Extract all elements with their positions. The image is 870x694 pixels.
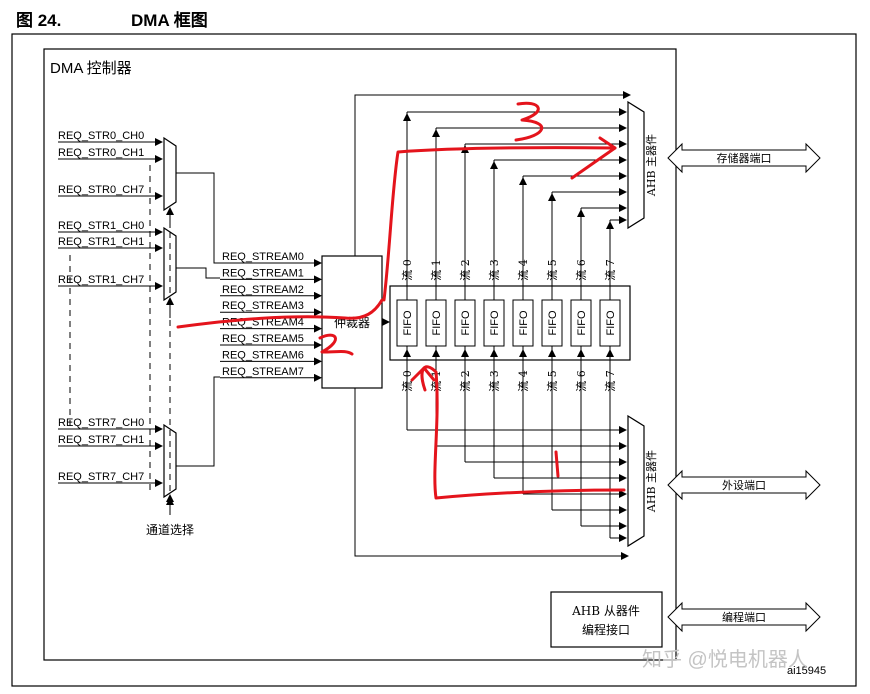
request-stream-label: REQ_STREAM3 — [222, 300, 304, 312]
request-line-label: REQ_STR0_CH7 — [58, 184, 144, 196]
ahb-master-peripheral-label: AHB 主器件 — [645, 450, 658, 513]
annotation-stream4-stroke — [176, 298, 384, 329]
annotation-up-arrowhead — [410, 366, 436, 382]
fifo-label: FIFO — [460, 310, 472, 335]
programming-port-label: 编程端口 — [722, 610, 766, 624]
request-line-label: REQ_STR7_CH1 — [58, 434, 144, 446]
request-stream-label: REQ_STREAM2 — [222, 284, 304, 296]
request-stream-label: REQ_STREAM6 — [222, 349, 304, 361]
request-line-label: REQ_STR1_CH0 — [58, 220, 144, 232]
channel-mux — [163, 423, 177, 499]
ahb-master-memory — [627, 100, 645, 230]
red-annotations — [176, 101, 626, 500]
figure-number: 图 24. — [16, 11, 62, 30]
request-streams: REQ_STREAM0REQ_STREAM1REQ_STREAM2REQ_STR… — [220, 251, 322, 382]
arbiter-to-memory-ahb-line — [354, 91, 631, 256]
fifo-label: FIFO — [518, 310, 530, 335]
peripheral-port-arrow — [667, 469, 821, 501]
figure-title: DMA 框图 — [131, 11, 208, 30]
fifo-label: FIFO — [402, 310, 414, 335]
ahb-slave-box — [550, 591, 663, 648]
ahb-slave-label-2: 编程接口 — [582, 622, 630, 637]
ahb-master-memory-label: AHB 主器件 — [645, 134, 658, 197]
request-line-label: REQ_STR1_CH1 — [58, 236, 144, 248]
arbiter-to-peripheral-ahb-line — [354, 388, 629, 560]
mux1-output-line — [176, 267, 220, 279]
request-stream-label: REQ_STREAM7 — [222, 366, 304, 378]
figure-frame — [11, 33, 857, 687]
request-line-label: REQ_STR0_CH0 — [58, 130, 144, 142]
mux7-output-line — [176, 376, 220, 467]
programming-port-arrow — [667, 601, 821, 633]
request-stream-label: REQ_STREAM0 — [222, 251, 304, 263]
dma-controller-box — [43, 48, 677, 661]
request-stream-label: REQ_STREAM5 — [222, 333, 304, 345]
arbiter-box — [321, 255, 383, 389]
annotation-to-memory-stroke — [382, 146, 617, 302]
dma-controller-label: DMA 控制器 — [50, 60, 132, 77]
document-code: ai15945 — [787, 665, 826, 677]
fifo-columns: FIFO流 0流 0FIFO流 1流 1FIFO流 2流 2FIFO流 3流 3… — [382, 108, 627, 542]
annotation-number-3 — [514, 101, 544, 142]
fifo-label: FIFO — [547, 310, 559, 335]
request-groups: REQ_STR0_CH0REQ_STR0_CH1REQ_STR0_CH7REQ_… — [58, 130, 177, 515]
request-line-label: REQ_STR1_CH7 — [58, 274, 144, 286]
request-line-label: REQ_STR0_CH1 — [58, 147, 144, 159]
memory-port-label: 存储器端口 — [717, 151, 772, 165]
fifo-label: FIFO — [431, 310, 443, 335]
annotation-peripheral-stroke — [420, 365, 626, 500]
memory-port-arrow — [667, 142, 821, 174]
fifo-label: FIFO — [605, 310, 617, 335]
fifo-label: FIFO — [489, 310, 501, 335]
annotation-arrowhead — [570, 136, 617, 180]
request-line-label: REQ_STR7_CH0 — [58, 417, 144, 429]
ahb-slave-label-1: AHB 从器件 — [571, 604, 640, 618]
channel-mux — [163, 226, 177, 302]
fifo-label: FIFO — [576, 310, 588, 335]
ahb-master-peripheral — [627, 414, 645, 548]
mux0-output-line — [176, 172, 220, 264]
peripheral-port-label: 外设端口 — [722, 479, 766, 492]
arbiter-label: 仲裁器 — [334, 316, 370, 330]
channel-select-label: 通道选择 — [146, 523, 194, 537]
watermark: 知乎 @悦电机器人 — [642, 648, 808, 671]
channel-mux — [163, 136, 177, 212]
request-stream-label: REQ_STREAM1 — [222, 267, 304, 279]
annotation-number-1 — [554, 450, 560, 478]
annotation-number-2 — [318, 333, 354, 356]
request-line-label: REQ_STR7_CH7 — [58, 471, 144, 483]
